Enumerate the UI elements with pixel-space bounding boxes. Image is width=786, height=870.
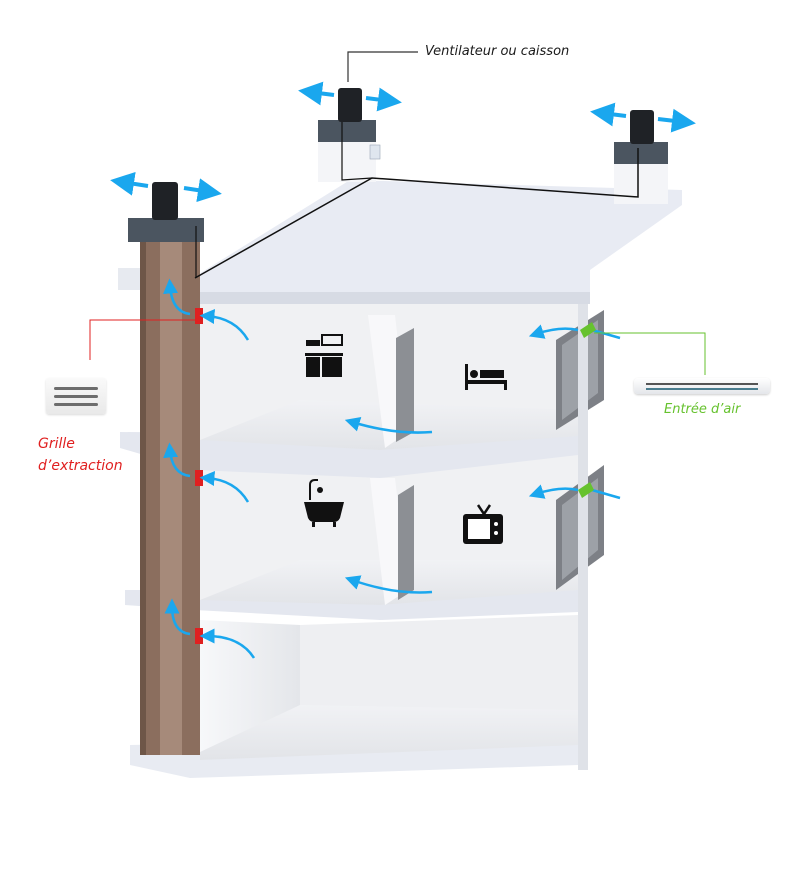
left-outer-wall	[118, 268, 140, 290]
inlet-slot	[646, 383, 758, 385]
extraction-grilles	[195, 308, 203, 644]
airflow-arrow	[163, 442, 191, 478]
airflow-arrow	[591, 488, 621, 500]
air-inlets	[578, 322, 596, 498]
airflow-arrow	[199, 628, 256, 659]
grille-leader-line	[89, 319, 195, 360]
grille-extraction-label: Grille d’extraction	[38, 433, 123, 477]
airflow-arrow	[591, 328, 621, 340]
right-outer-wall	[578, 290, 588, 770]
airflow-arrow	[183, 178, 222, 203]
room-airflow-arrows	[163, 278, 621, 659]
ground-floor-floor	[200, 705, 578, 760]
kitchen-icon	[305, 334, 343, 377]
airflow-arrow	[163, 278, 191, 316]
inlet-slot	[646, 388, 758, 390]
ventilateur-leader-line	[347, 51, 418, 82]
airflow-arrow	[590, 102, 627, 127]
roof-wiring-center	[341, 122, 373, 181]
fan-airflow-arrows	[110, 81, 696, 203]
fan-right	[630, 110, 654, 144]
airflow-arrow	[110, 171, 149, 196]
airflow-arrow	[528, 324, 579, 339]
bathtub-icon	[304, 479, 344, 527]
bed-icon	[465, 364, 507, 390]
chimney-center-body	[318, 140, 376, 182]
airflow-arrow	[298, 81, 335, 106]
airflow-arrow	[528, 484, 579, 499]
grille-slot	[54, 387, 98, 390]
extraction-grille-product-image	[46, 378, 106, 414]
extraction-grille	[195, 308, 203, 324]
grille-slot	[54, 395, 98, 398]
ventilateur-label: Ventilateur ou caisson	[425, 44, 570, 59]
building	[118, 88, 682, 778]
roof-edge	[186, 292, 590, 304]
entree-leader-line	[594, 332, 706, 375]
floor2-door	[396, 328, 414, 442]
grille-label-line2: d’extraction	[38, 458, 123, 474]
fan-left	[152, 182, 178, 220]
duct-shadow	[140, 240, 146, 755]
chimney-left-cap	[128, 218, 204, 242]
chimney-right-cap	[614, 142, 668, 164]
airflow-arrow	[164, 598, 191, 636]
airflow-arrow	[344, 416, 433, 434]
airflow-arrow	[365, 87, 402, 112]
chimney-right-body	[614, 164, 668, 204]
tv-icon	[463, 504, 503, 544]
airflow-arrow	[344, 575, 433, 594]
airflow-arrow	[199, 309, 250, 341]
grille-label-line1: Grille	[38, 436, 75, 452]
fan-center	[338, 88, 362, 122]
entree-air-label: Entrée d’air	[664, 402, 741, 417]
air-inlet	[578, 482, 594, 498]
airflow-arrow	[199, 471, 250, 503]
roof	[186, 180, 682, 300]
airflow-arrow	[657, 108, 696, 133]
extraction-grille	[195, 628, 203, 644]
grille-slot	[54, 403, 98, 406]
control-box	[369, 144, 381, 160]
floor1-door	[398, 485, 414, 600]
air-inlet-product-image	[634, 378, 770, 394]
duct-inner	[160, 240, 182, 755]
extraction-grille	[195, 470, 203, 486]
chimney-center-cap	[318, 120, 376, 142]
roof-wiring	[194, 148, 639, 279]
air-inlet	[580, 322, 596, 338]
